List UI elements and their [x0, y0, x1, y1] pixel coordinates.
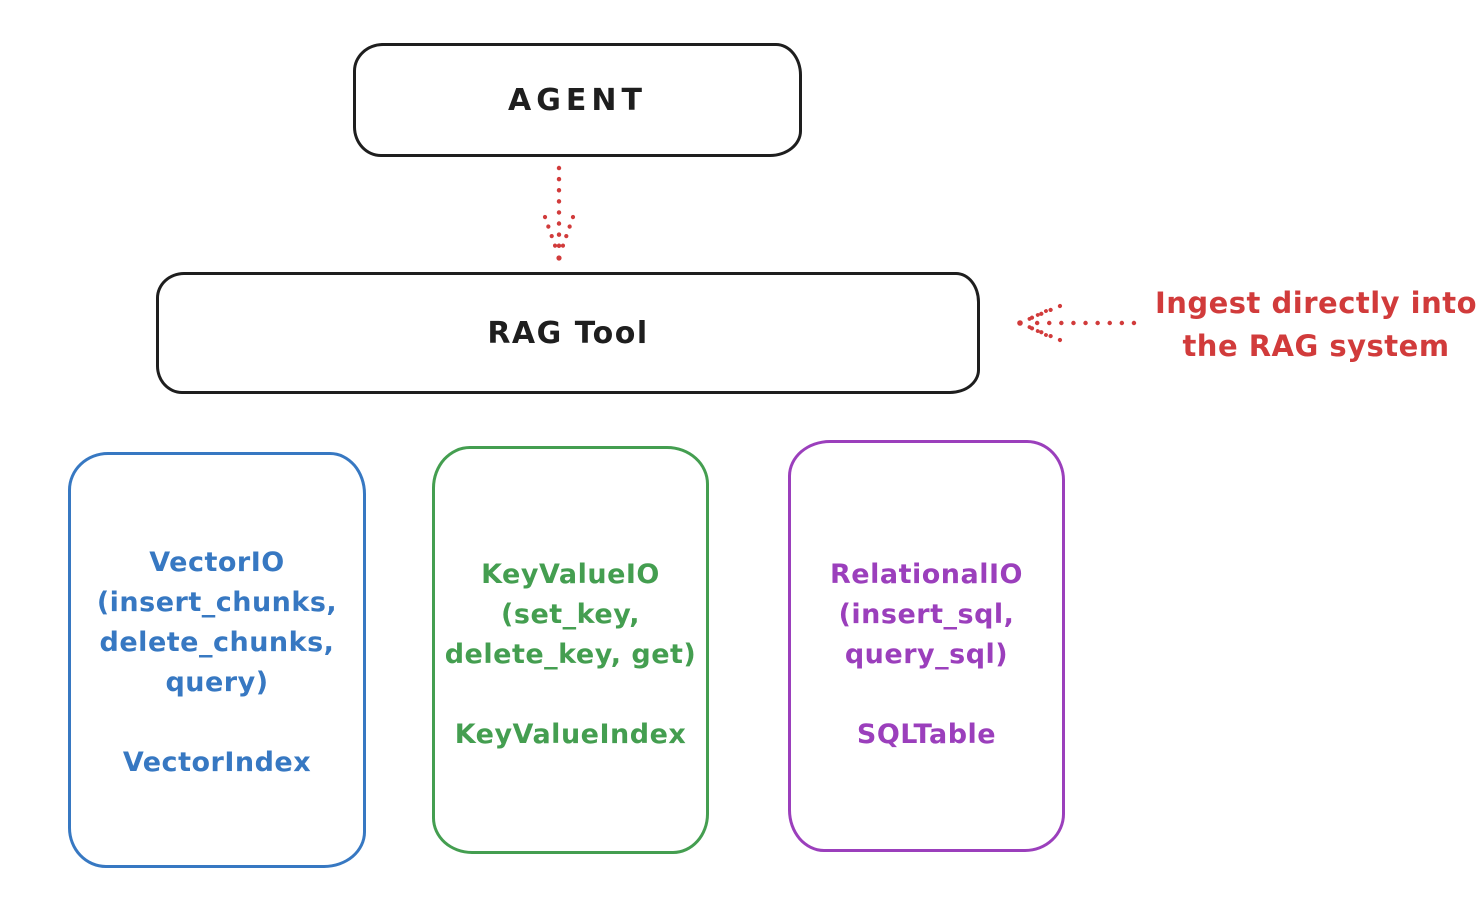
sql-table-label: SQLTable	[856, 719, 997, 750]
agent-label: AGENT	[508, 82, 647, 118]
relational-io-method: query_sql)	[844, 639, 1009, 670]
ingest-annotation-line-1: Ingest directly into	[1154, 286, 1478, 320]
vector-io-title: VectorIO	[149, 547, 285, 578]
ingest-annotation-line-2: the RAG system	[1182, 329, 1450, 363]
rag-tool-label: RAG Tool	[487, 315, 649, 351]
rag-tool-box: RAG Tool	[156, 272, 980, 394]
vector-io-method: delete_chunks,	[99, 627, 335, 658]
vector-index-label: VectorIndex	[122, 747, 312, 778]
relational-io-title: RelationalIO	[830, 559, 1023, 590]
keyvalue-io-method: (set_key,	[501, 599, 640, 630]
vector-io-method: query)	[165, 667, 269, 698]
keyvalue-io-box: KeyValueIO (set_key, delete_key, get) Ke…	[432, 446, 709, 854]
keyvalue-io-title: KeyValueIO	[481, 559, 660, 590]
ingest-annotation: Ingest directly into the RAG system	[1148, 282, 1484, 368]
vector-io-box: VectorIO (insert_chunks, delete_chunks, …	[68, 452, 366, 868]
relational-io-box: RelationalIO (insert_sql, query_sql) SQL…	[788, 440, 1065, 852]
agent-box: AGENT	[353, 43, 802, 157]
keyvalue-io-method: delete_key, get)	[444, 639, 697, 670]
keyvalue-index-label: KeyValueIndex	[454, 719, 687, 750]
dotted-arrow-left-icon	[1017, 303, 1137, 343]
vector-io-method: (insert_chunks,	[96, 587, 338, 618]
relational-io-method: (insert_sql,	[838, 599, 1015, 630]
dotted-arrow-down-icon	[542, 165, 576, 261]
